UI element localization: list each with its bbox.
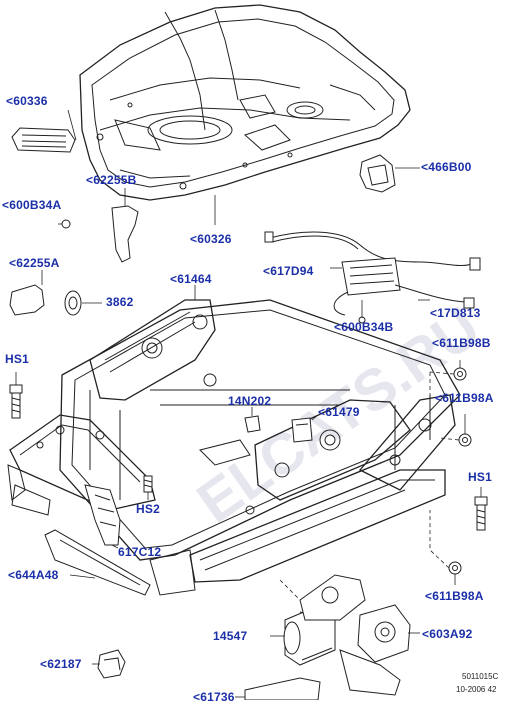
part-611B98B (429, 360, 467, 420)
label-17D813: <17D813 (430, 306, 481, 320)
label-62255B: <62255B (86, 173, 137, 187)
label-611B98A-lower: <611B98A (425, 589, 484, 603)
part-644A48 (44, 529, 151, 596)
part-611B98A-lower (429, 510, 462, 585)
part-62255B (111, 188, 139, 263)
part-617C12 (84, 484, 121, 549)
screw-HS2 (143, 475, 153, 500)
part-14N202 (244, 407, 261, 433)
part-600B34A (58, 219, 71, 229)
seat-cushion-pan-part (79, 4, 411, 201)
label-600B34B: <600B34B (334, 320, 394, 334)
label-62255A: <62255A (9, 256, 60, 270)
label-61464: <61464 (170, 272, 212, 286)
label-617D94: <617D94 (263, 264, 314, 278)
label-60326: <60326 (190, 232, 232, 246)
label-HS1-right: HS1 (468, 470, 492, 484)
part-62187 (92, 649, 126, 679)
diagram-code: 5011015C (462, 672, 499, 681)
label-14N202: 14N202 (228, 394, 272, 408)
label-611B98A-upper: <611B98A (435, 391, 494, 405)
part-611B98A-upper (439, 414, 472, 447)
label-600B34A: <600B34A (2, 198, 62, 212)
bolt-HS1-left (9, 372, 23, 419)
seat-track-left (7, 414, 156, 516)
diagram-date: 10-2006 42 (456, 685, 497, 694)
label-3862: 3862 (106, 295, 134, 309)
part-62255A (9, 270, 45, 316)
label-60336: <60336 (6, 94, 48, 108)
label-644A48: <644A48 (8, 568, 59, 582)
label-617C12: 617C12 (118, 545, 162, 559)
part-603A92-gearbox (339, 604, 420, 696)
part-61736 (235, 677, 321, 700)
part-14547-motor (270, 574, 366, 666)
leader-60336 (67, 109, 77, 141)
label-HS1-left: HS1 (5, 352, 29, 366)
seat-track-right (149, 394, 456, 596)
label-HS2: HS2 (136, 502, 160, 516)
label-14547: 14547 (213, 629, 248, 643)
part-61479 (291, 414, 319, 443)
label-61479: <61479 (318, 405, 360, 419)
bolt-HS1-right (474, 487, 488, 531)
label-611B98B: <611B98B (432, 336, 491, 350)
part-60336 (11, 127, 76, 153)
label-62187: <62187 (40, 657, 82, 671)
part-3862 (64, 290, 102, 316)
part-466B00 (359, 154, 420, 193)
label-466B00: <466B00 (421, 160, 472, 174)
label-603A92: <603A92 (422, 627, 473, 641)
label-61736: <61736 (193, 690, 235, 704)
part-617D94-harness (264, 231, 481, 324)
